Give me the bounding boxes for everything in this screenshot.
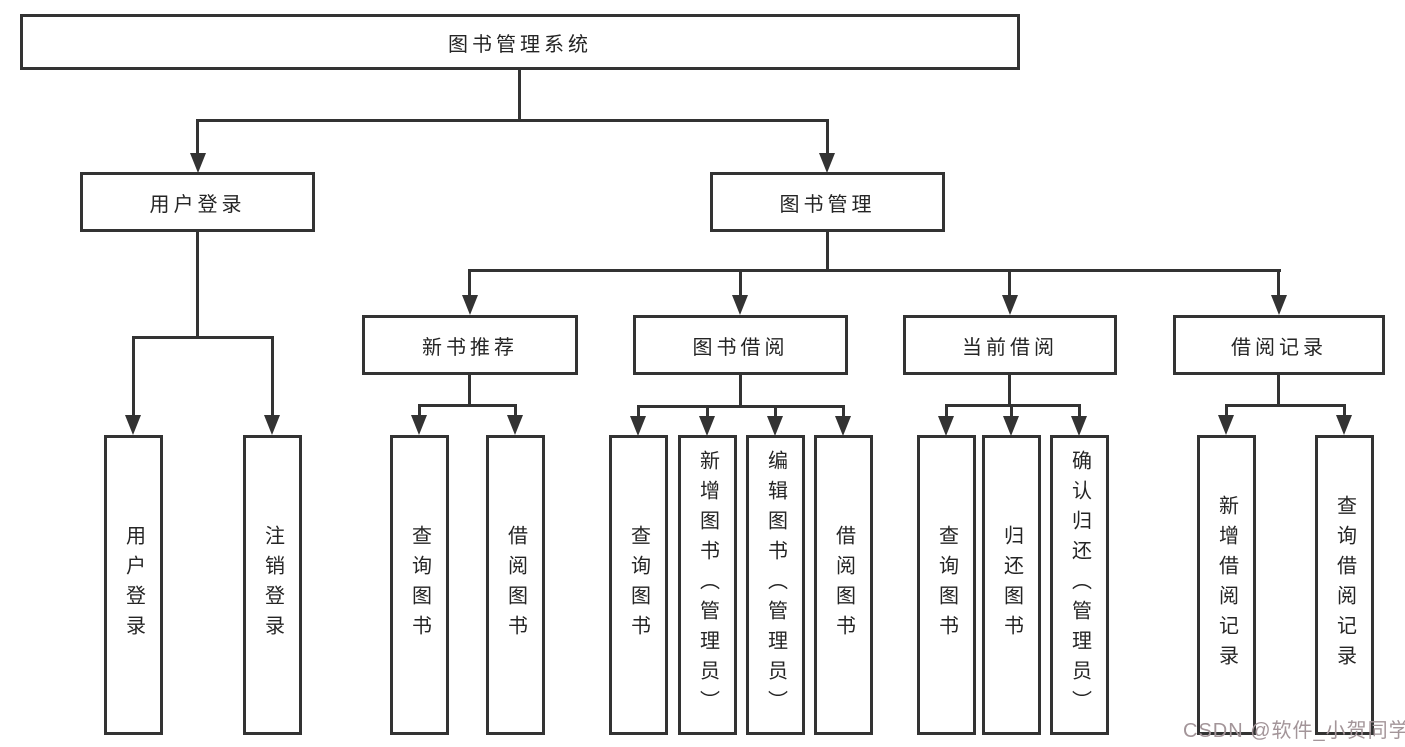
leaf-label: 确认归还（管理员） — [1068, 450, 1091, 720]
node-label: 新书推荐 — [422, 336, 518, 359]
leaf-add-borrow-record: 新增借阅记录 — [1197, 435, 1256, 735]
leaf-add-books-admin: 新增图书（管理员） — [678, 435, 737, 735]
arrow-down-icon — [767, 416, 783, 436]
arrow-down-icon — [1002, 295, 1018, 315]
leaf-borrow-books-recommend: 借阅图书 — [486, 435, 545, 735]
connector-line — [774, 405, 777, 418]
connector-line — [1010, 404, 1013, 418]
csdn-watermark: CSDN @软件_小贺同学 — [1183, 720, 1405, 742]
arrow-down-icon — [630, 416, 646, 436]
connector-line — [945, 404, 948, 418]
leaf-label: 新增图书（管理员） — [696, 450, 719, 720]
leaf-label: 查询图书 — [408, 525, 431, 645]
connector-line — [196, 119, 829, 122]
arrow-down-icon — [1071, 416, 1087, 436]
node-label: 图书借阅 — [692, 336, 789, 359]
connector-line — [1277, 375, 1280, 407]
connector-line — [826, 119, 829, 157]
connector-line — [518, 68, 521, 122]
node-label: 图书管理系统 — [448, 33, 592, 56]
arrow-down-icon — [1271, 295, 1287, 315]
connector-line — [1078, 404, 1081, 418]
arrow-down-icon — [411, 415, 427, 435]
leaf-label: 查询图书 — [627, 525, 650, 645]
leaf-query-borrow-record: 查询借阅记录 — [1315, 435, 1374, 735]
connector-line — [739, 375, 742, 408]
leaf-label: 编辑图书（管理员） — [764, 450, 787, 720]
leaf-confirm-return-admin: 确认归还（管理员） — [1050, 435, 1109, 735]
arrow-down-icon — [732, 295, 748, 315]
arrow-down-icon — [462, 295, 478, 315]
node-label: 用户登录 — [149, 193, 246, 216]
leaf-user-login: 用户登录 — [104, 435, 163, 735]
connector-line — [1343, 404, 1346, 417]
connector-line — [1008, 269, 1011, 297]
leaf-query-books-borrowing: 查询图书 — [609, 435, 668, 735]
connector-line — [514, 404, 517, 417]
connector-line — [739, 269, 742, 297]
node-label: 当前借阅 — [962, 336, 1058, 359]
leaf-return-books: 归还图书 — [982, 435, 1041, 735]
connector-line — [132, 336, 274, 339]
node-book-management: 图书管理 — [710, 172, 945, 232]
connector-line — [842, 405, 845, 418]
node-label: 借阅记录 — [1231, 336, 1327, 359]
arrow-down-icon — [1003, 416, 1019, 436]
leaf-label: 查询借阅记录 — [1333, 495, 1356, 675]
connector-line — [637, 405, 845, 408]
arrow-down-icon — [699, 416, 715, 436]
connector-line — [826, 232, 829, 272]
connector-line — [1008, 375, 1011, 407]
node-current-borrowing: 当前借阅 — [903, 315, 1117, 375]
connector-line — [1225, 404, 1346, 407]
arrow-down-icon — [819, 153, 835, 173]
arrow-down-icon — [938, 416, 954, 436]
node-new-book-recommend: 新书推荐 — [362, 315, 578, 375]
connector-line — [468, 269, 471, 297]
leaf-borrow-books-borrowing: 借阅图书 — [814, 435, 873, 735]
leaf-logout: 注销登录 — [243, 435, 302, 735]
leaf-query-books-current: 查询图书 — [917, 435, 976, 735]
leaf-label: 借阅图书 — [832, 525, 855, 645]
node-label: 图书管理 — [779, 193, 876, 216]
leaf-label: 归还图书 — [1000, 525, 1023, 645]
connector-line — [196, 119, 199, 157]
leaf-label: 用户登录 — [122, 525, 145, 645]
leaf-label: 注销登录 — [261, 525, 284, 645]
node-user-login: 用户登录 — [80, 172, 315, 232]
node-borrow-records: 借阅记录 — [1173, 315, 1385, 375]
leaf-query-books-recommend: 查询图书 — [390, 435, 449, 735]
leaf-label: 借阅图书 — [504, 525, 527, 645]
connector-line — [1277, 269, 1280, 297]
node-library-management-system: 图书管理系统 — [20, 14, 1020, 70]
arrow-down-icon — [264, 415, 280, 435]
node-book-borrowing: 图书借阅 — [633, 315, 848, 375]
connector-line — [637, 405, 640, 418]
connector-line — [468, 375, 471, 407]
connector-line — [1225, 404, 1228, 417]
arrow-down-icon — [835, 416, 851, 436]
connector-line — [706, 405, 709, 418]
arrow-down-icon — [507, 415, 523, 435]
arrow-down-icon — [125, 415, 141, 435]
connector-line — [418, 404, 421, 417]
leaf-label: 查询图书 — [935, 525, 958, 645]
leaf-edit-books-admin: 编辑图书（管理员） — [746, 435, 805, 735]
connector-line — [271, 336, 274, 418]
connector-line — [418, 404, 517, 407]
leaf-label: 新增借阅记录 — [1215, 495, 1238, 675]
arrow-down-icon — [1218, 415, 1234, 435]
arrow-down-icon — [1336, 415, 1352, 435]
connector-line — [196, 232, 199, 339]
connector-line — [132, 336, 135, 418]
connector-line — [468, 269, 1281, 272]
connector-line — [945, 404, 1081, 407]
arrow-down-icon — [190, 153, 206, 173]
